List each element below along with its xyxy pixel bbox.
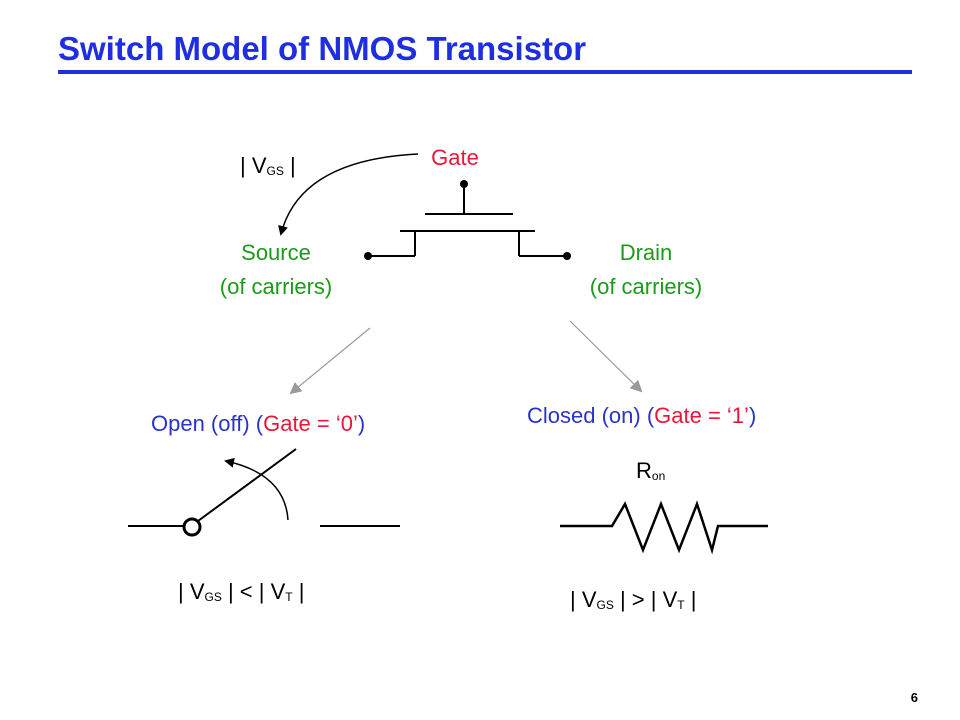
open-condition: | VGS | < | VT |	[178, 579, 305, 604]
drain-label: Drain	[619, 240, 673, 265]
open-switch-symbol	[128, 448, 400, 537]
source-sub-label: (of carriers)	[219, 274, 333, 299]
open-switch-pivot	[182, 517, 202, 537]
page-title: Switch Model of NMOS Transistor	[58, 30, 587, 67]
resistor-symbol	[560, 500, 768, 555]
source-label: Source	[241, 240, 311, 265]
arrow-to-closed-state	[569, 320, 643, 393]
open-switch-arc-arrow	[224, 457, 289, 521]
drain-sub-label: (of carriers)	[589, 274, 703, 299]
vgs-label: | VGS |	[240, 153, 296, 178]
title-underline	[58, 70, 912, 74]
open-switch-blade	[197, 448, 297, 522]
closed-condition: | VGS | > | VT |	[570, 587, 697, 612]
ron-label: Ron	[636, 458, 666, 483]
gate-label: Gate	[431, 145, 479, 170]
page-number: 6	[910, 690, 918, 705]
gate-terminal-dot	[460, 180, 468, 188]
arrow-to-open-state	[289, 327, 371, 395]
vgs-curved-arrow	[278, 153, 419, 236]
nmos-transistor-symbol	[368, 184, 567, 257]
drain-terminal-dot	[563, 252, 571, 260]
open-state-label: Open (off) (Gate = ‘0’)	[151, 411, 366, 436]
closed-state-label: Closed (on) (Gate = ‘1’)	[527, 403, 757, 428]
source-terminal-dot	[364, 252, 372, 260]
